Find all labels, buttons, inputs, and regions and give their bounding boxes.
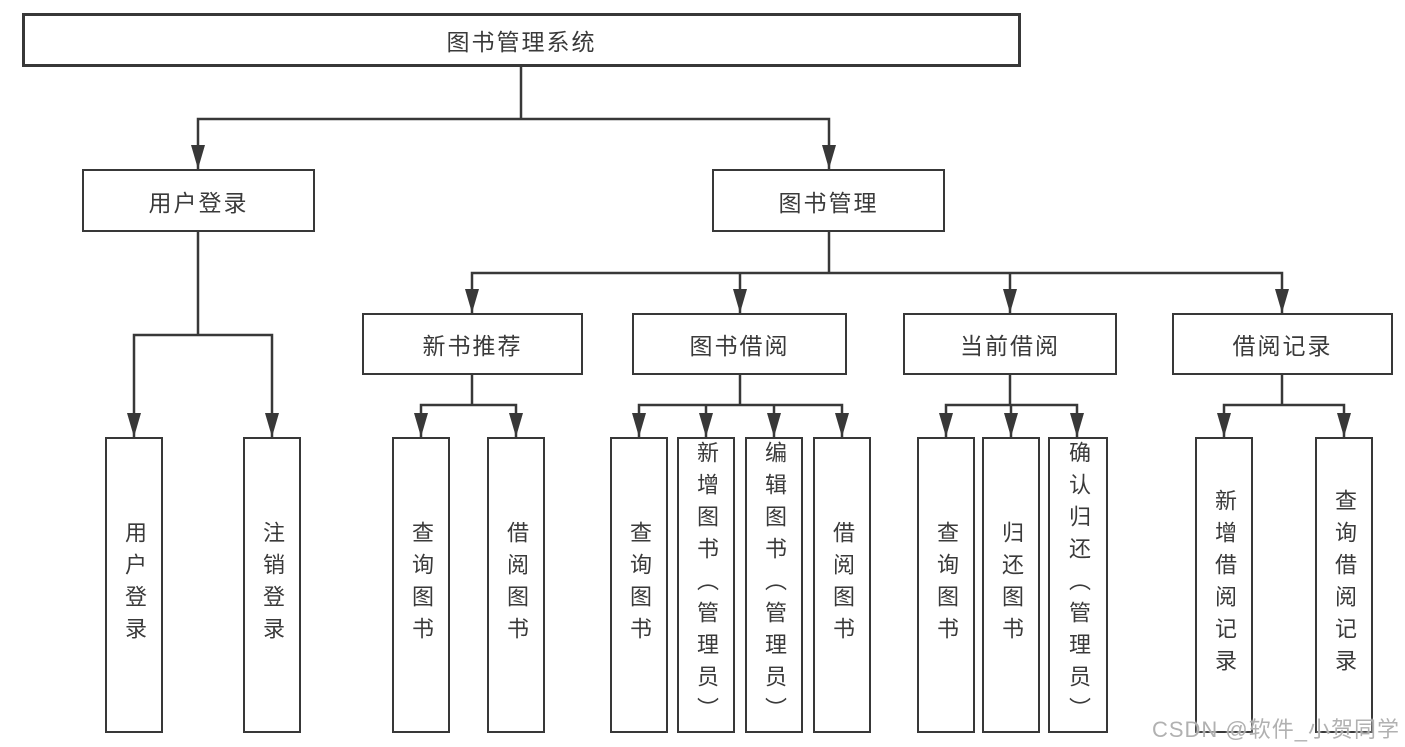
node-current-borrow: 当前借阅: [903, 313, 1117, 375]
leaf-add-book-admin-label: 新增图书（管理员）: [694, 441, 719, 729]
csdn-watermark: CSDN @软件_小贺同学: [1151, 717, 1400, 742]
leaf-add-book-admin: 新增图书（管理员）: [677, 437, 735, 733]
node-library-system: 图书管理系统: [22, 13, 1021, 67]
leaf-query-borrow-record: 查询借阅记录: [1315, 437, 1373, 733]
node-current-borrow-label: 当前借阅: [960, 333, 1060, 359]
leaf-add-borrow-record-label: 新增借阅记录: [1212, 489, 1237, 681]
leaf-return-book: 归还图书: [982, 437, 1040, 733]
node-book-management-label: 图书管理: [778, 189, 879, 216]
leaf-edit-book-admin-label: 编辑图书（管理员）: [762, 441, 787, 729]
leaf-confirm-return-admin: 确认归还（管理员）: [1048, 437, 1108, 733]
leaf-borrow-books: 借阅图书: [813, 437, 871, 733]
leaf-query-books-current-label: 查询图书: [934, 521, 959, 649]
node-library-system-label: 图书管理系统: [446, 29, 597, 55]
leaf-confirm-return-admin-label: 确认归还（管理员）: [1066, 441, 1091, 729]
leaf-borrow-books-recommend: 借阅图书: [487, 437, 545, 733]
leaf-borrow-books-recommend-label: 借阅图书: [504, 521, 529, 649]
node-borrow-records-label: 借阅记录: [1232, 333, 1333, 359]
node-book-borrow-label: 图书借阅: [689, 333, 790, 359]
node-book-borrow: 图书借阅: [632, 313, 847, 375]
node-borrow-records: 借阅记录: [1172, 313, 1393, 375]
leaf-query-borrow-record-label: 查询借阅记录: [1332, 489, 1357, 681]
leaf-query-books-recommend: 查询图书: [392, 437, 450, 733]
leaf-return-book-label: 归还图书: [999, 521, 1024, 649]
leaf-user-login-label: 用户登录: [122, 521, 147, 649]
node-user-login-label: 用户登录: [148, 189, 249, 216]
node-new-book-recommend-label: 新书推荐: [422, 333, 523, 359]
leaf-logout: 注销登录: [243, 437, 301, 733]
leaf-logout-label: 注销登录: [260, 521, 285, 649]
leaf-query-books-current: 查询图书: [917, 437, 975, 733]
leaf-add-borrow-record: 新增借阅记录: [1195, 437, 1253, 733]
leaf-edit-book-admin: 编辑图书（管理员）: [745, 437, 803, 733]
leaf-query-books-recommend-label: 查询图书: [409, 521, 434, 649]
leaf-query-books-borrow: 查询图书: [610, 437, 668, 733]
leaf-borrow-books-label: 借阅图书: [830, 521, 855, 649]
node-book-management: 图书管理: [712, 169, 945, 232]
leaf-user-login: 用户登录: [105, 437, 163, 733]
leaf-query-books-borrow-label: 查询图书: [627, 521, 652, 649]
arrowheads: [127, 145, 1351, 437]
node-new-book-recommend: 新书推荐: [362, 313, 583, 375]
node-user-login: 用户登录: [82, 169, 315, 232]
